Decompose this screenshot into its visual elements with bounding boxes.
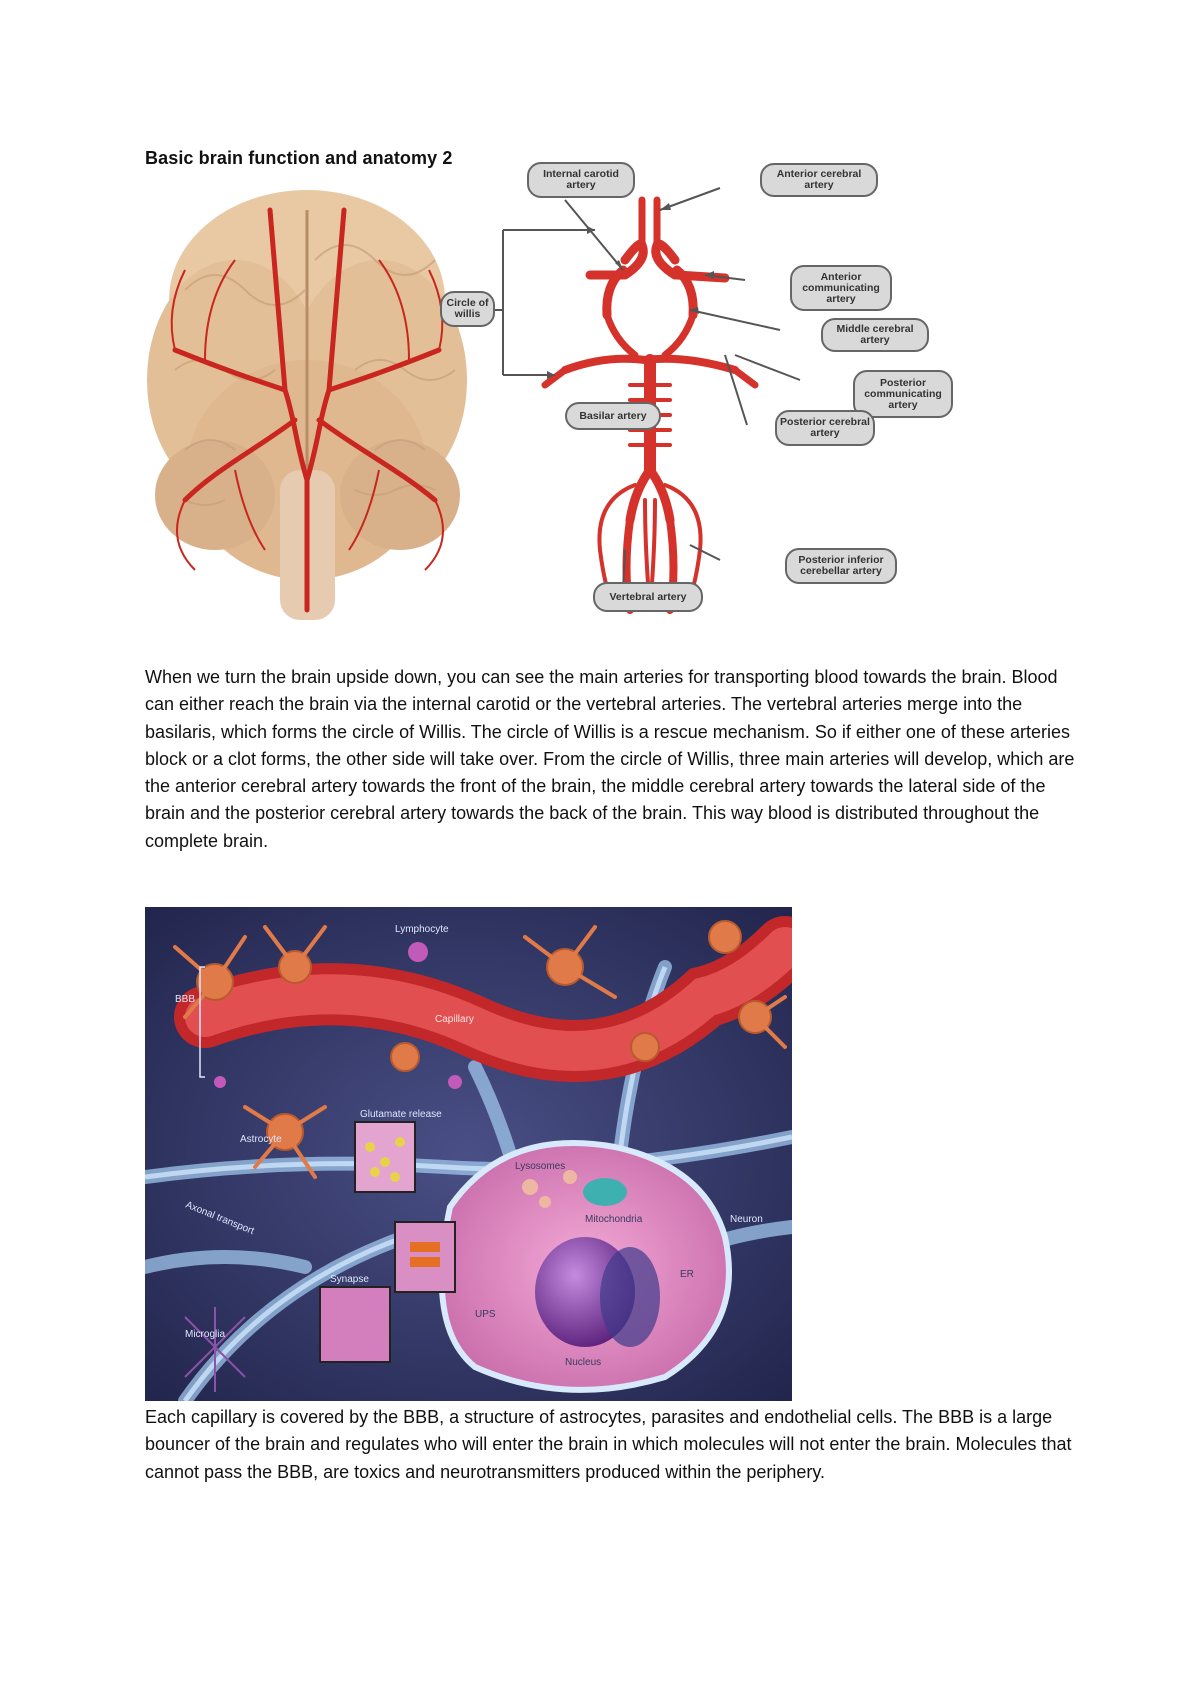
- label-vertebral: Vertebral artery: [593, 582, 703, 612]
- label-basilar: Basilar artery: [565, 402, 661, 430]
- label-posterior-communicating: Posterior communicating artery: [853, 370, 953, 418]
- label-circle-of-willis: Circle of willis: [440, 291, 495, 327]
- label-synapse: Synapse: [330, 1274, 369, 1285]
- label-mitochondria: Mitochondria: [585, 1214, 643, 1225]
- label-middle-cerebral: Middle cerebral artery: [821, 318, 929, 352]
- bbb-illustration-graphic: Lymphocyte BBB Capillary Glutamate relea…: [145, 907, 792, 1401]
- paragraph-bbb: Each capillary is covered by the BBB, a …: [145, 1407, 1072, 1482]
- brain-underside-illustration: [147, 187, 801, 620]
- label-microglia: Microglia: [185, 1329, 225, 1340]
- label-lysosomes: Lysosomes: [515, 1161, 565, 1172]
- brain-image: [147, 190, 467, 620]
- label-anterior-cerebral: Anterior cerebral artery: [760, 163, 878, 197]
- label-posterior-cerebral: Posterior cerebral artery: [775, 410, 875, 446]
- label-bbb: BBB: [175, 994, 195, 1005]
- brain-arteries-figure: Internal carotid artery Anterior cerebra…: [145, 162, 965, 660]
- label-neuron: Neuron: [730, 1214, 763, 1225]
- label-capillary: Capillary: [435, 1014, 474, 1025]
- label-astrocyte: Astrocyte: [240, 1134, 282, 1145]
- label-nucleus: Nucleus: [565, 1357, 601, 1368]
- label-er: ER: [680, 1269, 694, 1280]
- label-posterior-inferior-cerebellar: Posterior inferior cerebellar artery: [785, 548, 897, 584]
- label-ups: UPS: [475, 1309, 496, 1320]
- label-internal-carotid: Internal carotid artery: [527, 162, 635, 198]
- label-glutamate: Glutamate release: [360, 1109, 442, 1120]
- label-lymphocyte: Lymphocyte: [395, 924, 449, 935]
- bbb-illustration: Lymphocyte BBB Capillary Glutamate relea…: [145, 907, 792, 1401]
- label-anterior-communicating: Anterior communicating artery: [790, 265, 892, 311]
- page-title: Basic brain function and anatomy 2: [145, 148, 453, 168]
- paragraph-arteries: When we turn the brain upside down, you …: [145, 667, 1075, 851]
